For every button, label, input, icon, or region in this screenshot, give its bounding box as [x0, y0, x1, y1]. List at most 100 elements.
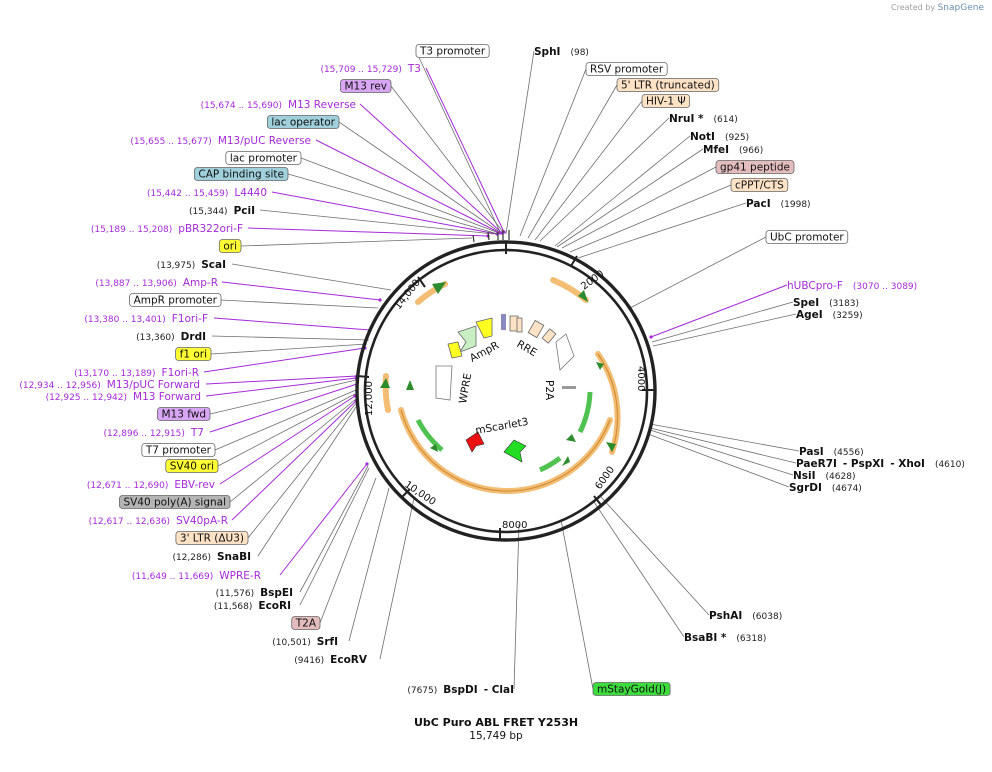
- label-23: (9416)EcoRV: [294, 654, 368, 666]
- feature-label: T3 promoter: [419, 46, 486, 58]
- label-31: (12,617 .. 12,636)SV40pA-R: [89, 515, 228, 527]
- feature-box: [175, 347, 212, 361]
- ori-arrow: [475, 317, 493, 339]
- p2a-block: [562, 386, 576, 389]
- feature-label: M13 fwd: [161, 409, 206, 421]
- leader-line: [649, 427, 797, 464]
- feature-label: f1 ori: [180, 349, 207, 361]
- enzyme-name: NotI: [690, 131, 715, 143]
- primer-name: pBR322ori-F: [178, 223, 243, 235]
- ruler-6000: 6000: [593, 465, 617, 492]
- tick-12000: [356, 375, 370, 378]
- enzyme-name: BspDI: [443, 684, 477, 696]
- ruler-14000: 14,000: [393, 277, 423, 311]
- snapgene-logo: SnapGene: [937, 3, 984, 13]
- enzyme-name: SnaBI: [217, 551, 251, 563]
- primer-position: (12,617 .. 12,636): [89, 517, 170, 527]
- feature-label: RSV promoter: [590, 64, 664, 76]
- leader-line: [279, 463, 368, 576]
- leader-line: [650, 284, 788, 338]
- leader-line: [231, 263, 392, 291]
- enzyme-position: (15,344): [189, 207, 228, 217]
- ampr-arrow: [457, 325, 477, 353]
- feature-label: 3' LTR (ΔU3): [180, 533, 244, 545]
- primer-name: T3: [407, 63, 421, 75]
- leader-line: [519, 68, 587, 237]
- feature-label: lac promoter: [230, 153, 298, 165]
- leader-line: [229, 398, 357, 503]
- enzyme-name2: - PspXI: [843, 458, 884, 470]
- label-25: T2A: [291, 616, 321, 630]
- feature-box: [119, 495, 231, 509]
- enzyme-name: MfeI: [703, 144, 729, 156]
- label-4: HIV-1 Ψ: [641, 94, 691, 108]
- inner-feature-shapes: [435, 314, 576, 463]
- leader-line: [211, 335, 370, 341]
- leader-line: [221, 281, 381, 301]
- tick-14000: [417, 276, 426, 288]
- primer-site: [649, 335, 653, 339]
- enzyme-name: SpeI: [793, 297, 819, 309]
- primer-position: (12,925 .. 12,942): [46, 393, 127, 403]
- label-20: BsaBI *(6318): [684, 632, 766, 644]
- orf-arc-top-left: [415, 281, 448, 305]
- leader-line: [649, 423, 800, 452]
- enzyme-position: (614): [714, 115, 738, 125]
- label-43: (13,380 .. 13,401)F1ori-F: [84, 313, 208, 325]
- primer-name: M13 Forward: [133, 391, 201, 403]
- label-56: M13 rev: [340, 79, 392, 93]
- feature-box: [730, 178, 789, 192]
- orf-arc-left: [382, 373, 391, 413]
- orf-arrowheads: [380, 282, 616, 466]
- primer-position: (15,189 .. 15,208): [91, 225, 172, 235]
- enzyme-position: (11,568): [214, 602, 253, 612]
- label-22: (7675)BspDI- ClaI: [407, 684, 514, 696]
- primer-position: (11,649 .. 11,669): [132, 572, 213, 582]
- ruler-ticks: [356, 242, 654, 540]
- label-57: (15,709 .. 15,729) T3: [320, 63, 421, 75]
- enzyme-position: (13,360): [136, 333, 175, 343]
- leader-lines: [203, 50, 800, 690]
- leader-line: [513, 523, 520, 690]
- ruler-8000: 8000: [502, 520, 527, 531]
- leader-line: [205, 375, 358, 385]
- feature-box: [765, 230, 849, 244]
- inner-label-rre: RRE: [515, 338, 539, 359]
- leader-line: [203, 347, 366, 373]
- enzyme-position: (11,576): [216, 589, 255, 599]
- label-36: (12,896 .. 12,915)T7: [103, 427, 204, 439]
- leader-line: [299, 467, 370, 606]
- label-19: PshAI(6038): [709, 610, 782, 622]
- enzyme-name-2: - ClaI: [484, 684, 514, 696]
- primer-position: (15,709 .. 15,729): [320, 65, 401, 75]
- label-0: T3 promoter: [415, 44, 490, 58]
- primer-position: (12,671 .. 12,690): [87, 481, 168, 491]
- enzyme-name: PshAI: [709, 610, 742, 622]
- label-49: (15,344)PciI: [189, 205, 255, 217]
- feature-box: [218, 239, 242, 253]
- feature-label: cPPT/CTS: [735, 180, 784, 192]
- label-47: ori: [218, 239, 242, 253]
- feature-box: [715, 160, 795, 174]
- feature-label: SV40 ori: [170, 461, 214, 473]
- feature-box: [157, 407, 211, 421]
- label-37: M13 fwd: [157, 407, 211, 421]
- leader-line: [240, 237, 473, 247]
- lac-block: [501, 314, 506, 330]
- ltr-block-2: [516, 317, 523, 333]
- enzyme-name: NsiI: [793, 470, 816, 482]
- orf-green-segments: [415, 391, 593, 473]
- label-41: f1 ori: [175, 347, 212, 361]
- leader-line: [338, 121, 502, 234]
- label-2: RSV promoter: [585, 62, 668, 76]
- feature-label: ori: [223, 241, 237, 253]
- primer-name: WPRE-R: [219, 570, 261, 582]
- feature-label: gp41 peptide: [720, 162, 790, 174]
- feature-label: SV40 poly(A) signal: [123, 497, 226, 509]
- ruler-12000: 12,000: [364, 381, 375, 416]
- leader-line: [415, 50, 502, 235]
- label-34: SV40 ori: [165, 459, 219, 473]
- rre-block: [527, 319, 545, 339]
- enzyme-name: SgrDI: [789, 482, 822, 494]
- enzyme-position: (6318): [736, 634, 766, 644]
